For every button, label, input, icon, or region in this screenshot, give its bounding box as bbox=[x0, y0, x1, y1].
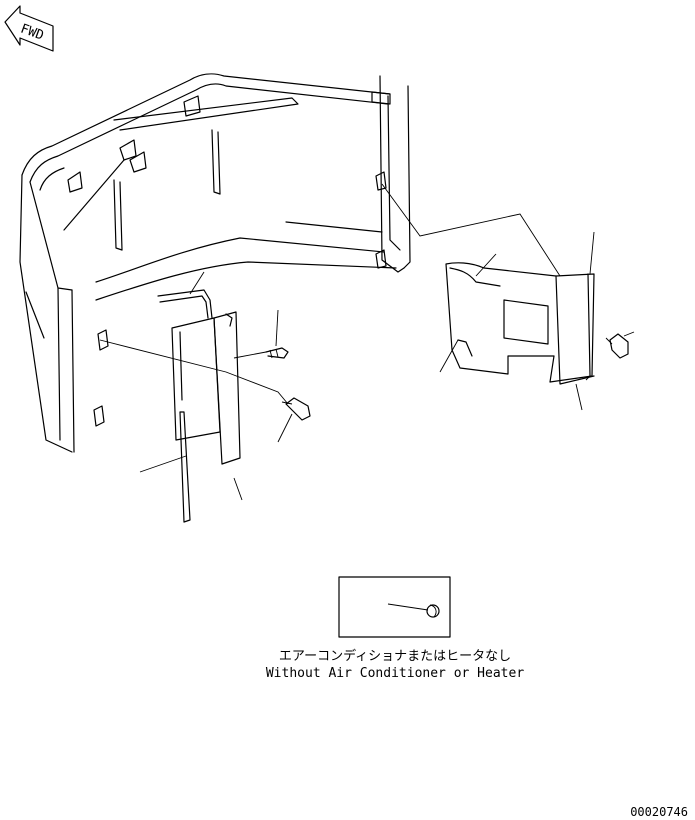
drawing-number: 00020746 bbox=[630, 805, 688, 819]
left-duct-assembly bbox=[157, 289, 311, 523]
inset-note-ja: エアーコンディショナまたはヒータなし bbox=[279, 648, 511, 664]
cab-frame bbox=[19, 73, 411, 453]
inset-box bbox=[338, 576, 451, 638]
leader-lines bbox=[99, 183, 635, 501]
inset-note-en: Without Air Conditioner or Heater bbox=[266, 666, 524, 681]
fwd-label: FWD bbox=[18, 22, 45, 44]
fwd-arrow-icon: FWD bbox=[4, 5, 54, 52]
right-panel-assembly bbox=[445, 262, 629, 385]
